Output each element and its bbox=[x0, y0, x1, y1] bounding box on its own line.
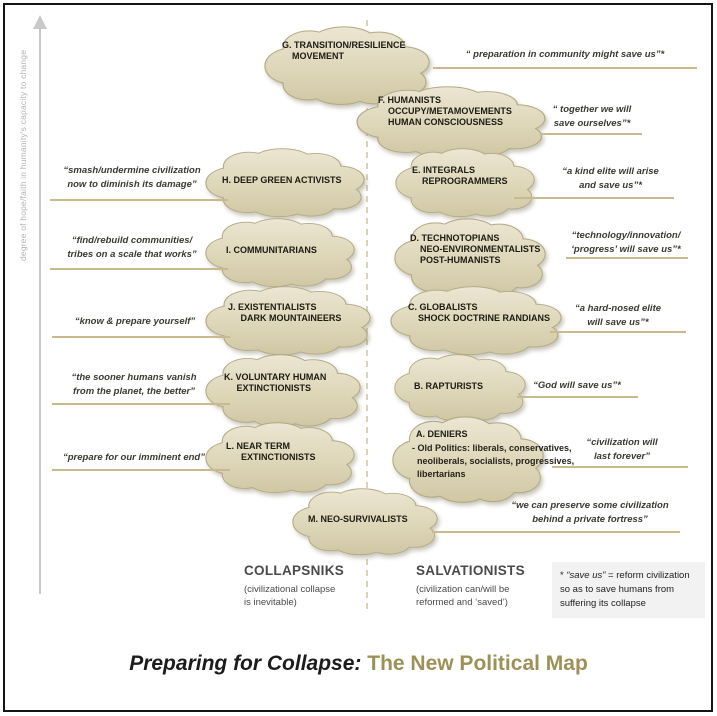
group-quote: “God will save us”* bbox=[533, 380, 621, 391]
salvationists-header: SALVATIONISTS bbox=[416, 563, 525, 578]
group-label: G. TRANSITION/RESILIENCE MOVEMENT bbox=[282, 40, 406, 61]
footnote-box: * “save us” = reform civilization so as … bbox=[552, 562, 705, 618]
group-quote: “a kind elite will arise and save us”* bbox=[562, 166, 659, 191]
quote-underline bbox=[541, 133, 642, 135]
quote-underline bbox=[50, 268, 228, 270]
group-voluntary-human-extinctionists: K. VOLUNTARY HUMAN EXTINCTIONISTS bbox=[205, 354, 361, 428]
group-label: I. COMMUNITARIANS bbox=[226, 245, 317, 255]
group-technotopians: D. TECHNOTOPIANS NEO-ENVIRONMENTALISTS P… bbox=[394, 218, 546, 298]
group-label: J. EXISTENTIALISTS DARK MOUNTAINEERS bbox=[228, 302, 342, 323]
group-label: K. VOLUNTARY HUMAN EXTINCTIONISTS bbox=[224, 372, 327, 393]
title-right: The New Political Map bbox=[367, 652, 588, 675]
axis-arrow-icon bbox=[33, 15, 47, 29]
salvationists-description: (civilization can/will be reformed and ‘… bbox=[416, 584, 510, 608]
axis-line bbox=[39, 28, 41, 594]
footnote-rest: = reform civilization so as to save huma… bbox=[560, 570, 690, 609]
group-quote: “civilization will last forever” bbox=[586, 437, 658, 462]
group-label: A. DENIERS bbox=[416, 429, 468, 439]
footnote-term: “save us” bbox=[566, 570, 606, 581]
group-deep-green-activists: H. DEEP GREEN ACTIVISTS bbox=[205, 148, 365, 218]
quote-underline bbox=[50, 199, 228, 201]
quote-underline bbox=[550, 331, 686, 333]
group-label: F. HUMANISTS OCCUPY/METAMOVEMENTS HUMAN … bbox=[378, 95, 512, 127]
group-label: B. RAPTURISTS bbox=[414, 381, 484, 391]
group-quote: “find/rebuild communities/ tribes on a s… bbox=[67, 235, 197, 260]
quote-underline bbox=[52, 403, 230, 405]
group-near-term-extinctionists: L. NEAR TERM EXTINCTIONISTS bbox=[205, 422, 355, 494]
quote-underline bbox=[517, 396, 638, 398]
group-label: H. DEEP GREEN ACTIVISTS bbox=[222, 175, 342, 185]
group-deniers: A. DENIERS - Old Politics: liberals, con… bbox=[392, 416, 574, 504]
group-quote: “technology/innovation/ ‘progress’ will … bbox=[571, 230, 681, 255]
quote-underline bbox=[514, 197, 674, 199]
group-transition-resilience: G. TRANSITION/RESILIENCE MOVEMENT bbox=[264, 26, 430, 106]
quote-underline bbox=[566, 257, 688, 259]
group-label: D. TECHNOTOPIANS NEO-ENVIRONMENTALISTS P… bbox=[410, 233, 541, 265]
group-quote: “we can preserve some civilization behin… bbox=[511, 500, 669, 525]
group-quote: “ together we will save ourselves”* bbox=[552, 104, 632, 129]
group-label: E. INTEGRALS REPROGRAMMERS bbox=[412, 165, 508, 186]
group-sublabel: - Old Politics: liberals, conservatives,… bbox=[412, 443, 575, 479]
group-neo-survivalists: M. NEO-SURVIVALISTS bbox=[292, 488, 438, 556]
group-quote: “a hard-nosed elite will save us”* bbox=[574, 303, 662, 328]
group-label: L. NEAR TERM EXTINCTIONISTS bbox=[226, 441, 316, 462]
group-quote: “smash/undermine civilization now to dim… bbox=[63, 165, 201, 190]
group-label: C. GLOBALISTS SHOCK DOCTRINE RANDIANS bbox=[408, 302, 551, 323]
quote-underline bbox=[432, 531, 680, 533]
quote-underline bbox=[52, 336, 230, 338]
quote-underline bbox=[433, 67, 697, 69]
axis-label: degree of hope/faith in humanity's capac… bbox=[18, 49, 28, 262]
quote-underline bbox=[52, 469, 230, 471]
collapsniks-header: COLLAPSNIKS bbox=[244, 563, 345, 578]
group-quote: “know & prepare yourself” bbox=[74, 316, 196, 327]
collapsniks-description: (civilizational collapse is inevitable) bbox=[244, 584, 336, 608]
quote-underline bbox=[552, 466, 688, 468]
group-integrals: E. INTEGRALS REPROGRAMMERS bbox=[395, 148, 535, 218]
group-label: M. NEO-SURVIVALISTS bbox=[308, 514, 408, 524]
group-humanists: F. HUMANISTS OCCUPY/METAMOVEMENTS HUMAN … bbox=[356, 86, 546, 158]
group-globalists: C. GLOBALISTS SHOCK DOCTRINE RANDIANS bbox=[390, 286, 562, 356]
group-quote: “the sooner humans vanish from the plane… bbox=[71, 372, 197, 397]
page-title: Preparing for Collapse: The New Politica… bbox=[0, 652, 717, 676]
group-quote: “ preparation in community might save us… bbox=[465, 49, 665, 60]
title-left: Preparing for Collapse: bbox=[129, 652, 368, 675]
footnote-prefix: * bbox=[560, 570, 567, 581]
group-rapturists: B. RAPTURISTS bbox=[394, 354, 526, 422]
group-communitarians: I. COMMUNITARIANS bbox=[205, 218, 355, 288]
group-existentialists: J. EXISTENTIALISTS DARK MOUNTAINEERS bbox=[205, 286, 371, 356]
group-quote: “prepare for our imminent end” bbox=[63, 452, 205, 463]
